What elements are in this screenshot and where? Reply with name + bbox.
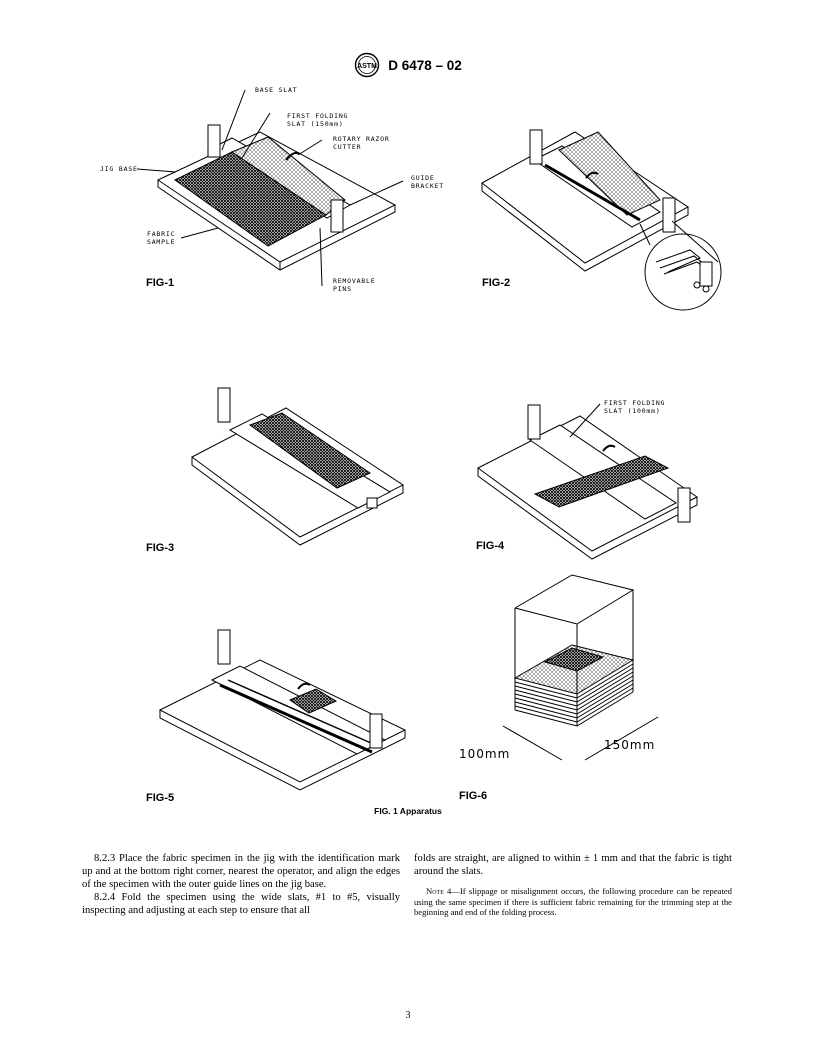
fig2-label: FIG-2 — [482, 277, 510, 289]
fig1-drawing — [136, 89, 404, 287]
note-4: Note 4—If slippage or misalignment occur… — [414, 886, 732, 918]
fig4-callouts: FIRST FOLDING SLAT (100mm) FIG-4 — [476, 399, 665, 552]
fig3-label: FIG-3 — [146, 542, 174, 554]
svg-text:ROTARY RAZOR: ROTARY RAZOR — [333, 135, 390, 143]
figure-caption: FIG. 1 Apparatus — [374, 806, 442, 816]
svg-text:JIG BASE: JIG BASE — [100, 165, 138, 173]
svg-text:SLAT (100mm): SLAT (100mm) — [604, 407, 661, 415]
fig6-drawing — [502, 574, 659, 761]
svg-text:FIRST FOLDING: FIRST FOLDING — [287, 112, 348, 120]
svg-text:FABRIC: FABRIC — [147, 230, 175, 238]
fig1-label: FIG-1 — [146, 277, 174, 289]
apparatus-figure: BASE SLAT FIRST FOLDING SLAT (150mm) ROT… — [100, 86, 722, 804]
svg-text:BRACKET: BRACKET — [411, 182, 444, 190]
svg-text:ASTM: ASTM — [357, 63, 377, 70]
svg-text:CUTTER: CUTTER — [333, 143, 361, 151]
note-text: —If slippage or misalignment occurs, the… — [414, 886, 732, 918]
fig4-drawing — [477, 403, 698, 560]
body-column-left: 8.2.3 Place the fabric specimen in the j… — [82, 852, 400, 917]
svg-text:FIRST FOLDING: FIRST FOLDING — [604, 399, 665, 407]
page-header: ASTM D 6478 – 02 — [0, 52, 816, 78]
page-number: 3 — [405, 1010, 411, 1021]
fig5-drawing — [158, 629, 407, 791]
fig6-label: FIG-6 — [459, 790, 487, 802]
document-designation: D 6478 – 02 — [388, 57, 462, 73]
svg-text:SAMPLE: SAMPLE — [147, 238, 175, 246]
fig5-label: FIG-5 — [146, 792, 174, 804]
svg-text:PINS: PINS — [333, 285, 352, 293]
svg-text:REMOVABLE: REMOVABLE — [333, 277, 375, 285]
astm-logo-icon: ASTM — [355, 52, 380, 78]
fig6-dimensions: 100mm 150mm FIG-6 — [459, 738, 655, 802]
paragraph-8-2-3: 8.2.3 Place the fabric specimen in the j… — [82, 853, 400, 890]
svg-text:GUIDE: GUIDE — [411, 174, 435, 182]
fig6-width-dimension: 100mm — [459, 747, 510, 761]
fig1-callouts: BASE SLAT FIRST FOLDING SLAT (150mm) ROT… — [100, 86, 444, 293]
fig4-label: FIG-4 — [476, 540, 505, 552]
fig3-drawing — [191, 387, 404, 546]
body-column-right: folds are straight, are aligned to withi… — [414, 852, 732, 918]
paragraph-8-2-4-continued: folds are straight, are aligned to withi… — [414, 853, 732, 877]
fig2-drawing — [481, 129, 722, 311]
paragraph-8-2-4: 8.2.4 Fold the specimen using the wide s… — [82, 892, 400, 916]
note-label: Note 4 — [426, 886, 452, 896]
apparatus-drawings: BASE SLAT FIRST FOLDING SLAT (150mm) ROT… — [100, 86, 722, 804]
fig6-length-dimension: 150mm — [604, 738, 655, 752]
svg-text:BASE SLAT: BASE SLAT — [255, 86, 297, 94]
svg-text:SLAT (150mm): SLAT (150mm) — [287, 120, 344, 128]
